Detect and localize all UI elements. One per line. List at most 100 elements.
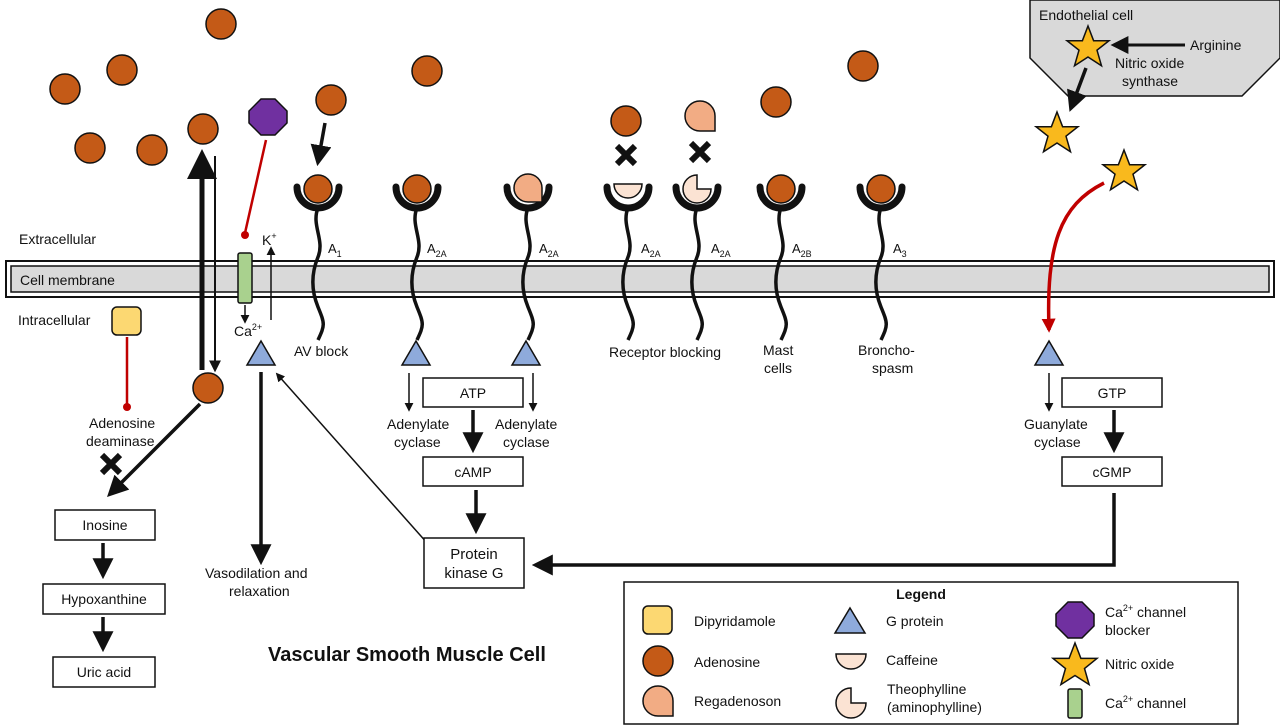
receptor-stem: [774, 207, 788, 341]
adenosine-deaminase-label-1: Adenosine: [89, 415, 155, 431]
adenosine-icon: [205, 8, 237, 40]
inosine-label: Inosine: [82, 517, 127, 533]
bound-adenosine-icon: [402, 174, 432, 204]
adenosine-icon: [411, 55, 443, 87]
receptor-blocking-label: Receptor blocking: [609, 344, 721, 360]
bound-adenosine-icon: [766, 174, 796, 204]
legend-nitric-oxide-icon: [1050, 640, 1100, 687]
adenosine-icon: [136, 134, 168, 166]
cgmp-label: cGMP: [1093, 464, 1132, 480]
atp-label: ATP: [460, 385, 486, 401]
adenosine-icon: [610, 105, 642, 137]
inhibition-end: [123, 403, 131, 411]
camp-box: [422, 456, 524, 487]
bound-adenosine-icon: [303, 174, 333, 204]
receptor-label: A2A: [539, 241, 559, 259]
dipyridamole-icon: [111, 306, 142, 336]
receptor-label: A2B: [792, 241, 812, 259]
adenylate-cyclase-right-1: Adenylate: [495, 416, 557, 432]
receptor-stem: [410, 207, 424, 341]
receptor-label: A3: [893, 241, 907, 259]
legend-title: Legend: [896, 586, 946, 602]
legend-caffeine-icon: [835, 653, 867, 670]
legend-theophylline-label-2: (aminophylline): [887, 699, 982, 715]
vasodilation-label-2: relaxation: [229, 583, 290, 599]
adenylate-cyclase-left-2: cyclase: [394, 434, 441, 450]
g-protein-icon: [510, 339, 542, 366]
receptor-stem: [311, 207, 325, 341]
adenosine-molecules: [49, 8, 879, 166]
regadenoson-icon: [684, 100, 716, 132]
page-title: Vascular Smooth Muscle Cell: [268, 644, 546, 666]
uric-acid-label: Uric acid: [77, 664, 131, 680]
adenosine-icon: [760, 86, 792, 118]
legend-regadenoson-label: Regadenoson: [694, 693, 781, 709]
legend-nitric-oxide-label: Nitric oxide: [1105, 656, 1174, 672]
legend-regadenoson-icon: [642, 685, 674, 717]
adenosine-icon: [315, 84, 347, 116]
no-release-arrow: [1067, 67, 1088, 112]
g-protein-icon: [1033, 339, 1065, 366]
mast-cells-label-2: cells: [764, 360, 792, 376]
legend-theophylline-label-1: Theophylline: [887, 681, 967, 697]
av-block-label: AV block: [294, 343, 349, 359]
g-protein-icon: [400, 339, 432, 366]
nitric-oxide-star-icon: [1033, 109, 1081, 154]
camp-label: cAMP: [454, 464, 491, 480]
guanylate-cyclase-label-2: cyclase: [1034, 434, 1081, 450]
intracellular-adenosine-icon: [192, 372, 224, 404]
cgmp-pkg-arrow: [531, 493, 1116, 576]
pkg-box: [423, 537, 525, 589]
receptors: A1 A2A A2A A2A A2A A2B A3: [293, 173, 907, 341]
arginine-label: Arginine: [1190, 37, 1242, 53]
ca-channel-icon: [237, 252, 253, 304]
nos-label-2: synthase: [1122, 73, 1178, 89]
g-protein-icon: [245, 339, 277, 366]
receptor-label: A2A: [641, 241, 661, 259]
receptor-stem: [874, 207, 888, 341]
bound-caffeine-icon: [613, 183, 643, 199]
legend-theophylline-icon: [835, 687, 867, 719]
receptor-label: A2A: [711, 241, 731, 259]
adenosine-icon: [49, 73, 81, 105]
inosine-box: [54, 509, 156, 541]
block-x-icon: [688, 140, 712, 164]
inhibition-end: [241, 231, 249, 239]
legend-dipyridamole-icon: [642, 605, 673, 635]
guanylate-cyclase-label-1: Guanylate: [1024, 416, 1088, 432]
legend-box: [623, 581, 1239, 725]
legend-ca-channel-icon: [1067, 688, 1083, 719]
cgmp-box: [1061, 456, 1163, 487]
receptor-stem: [521, 207, 535, 341]
legend-caffeine-label: Caffeine: [886, 652, 938, 668]
adenosine-icon: [847, 50, 879, 82]
legend-adenosine-label: Adenosine: [694, 654, 760, 670]
bronchospasm-label-2: spasm: [872, 360, 913, 376]
nitric-oxide-star-icon: [1100, 147, 1148, 192]
nos-label-1: Nitric oxide: [1115, 55, 1184, 71]
legend-g-protein-label: G protein: [886, 613, 944, 629]
ca-label: Ca2+: [234, 322, 262, 339]
legend-ca-blocker-label-1: Ca2+ channel: [1105, 603, 1186, 620]
block-x-icon: [99, 452, 123, 476]
legend-ca-blocker-icon: [1055, 601, 1095, 639]
uric-acid-box: [52, 656, 156, 688]
mast-cells-label-1: Mast: [763, 342, 793, 358]
endothelial-title: Endothelial cell: [1039, 7, 1133, 23]
receptor-label: A1: [328, 241, 342, 259]
bronchospasm-label-1: Broncho-: [858, 342, 915, 358]
nos-star-icon: [1064, 23, 1112, 68]
extracellular-label: Extracellular: [19, 231, 96, 247]
legend: Legend Dipyridamole Adenosine Regadenoso…: [623, 581, 1239, 725]
adenosine-deaminase-label-2: deaminase: [86, 433, 155, 449]
pkg-label-1: Protein: [450, 546, 498, 563]
legend-ca-blocker-label-2: blocker: [1105, 622, 1150, 638]
legend-dipyridamole-label: Dipyridamole: [694, 613, 776, 629]
gtp-box: [1061, 377, 1163, 408]
adenylate-cyclase-right-2: cyclase: [503, 434, 550, 450]
bound-regadenoson-icon: [513, 173, 543, 203]
receptor-label: A2A: [427, 241, 447, 259]
g-proteins: [245, 339, 1065, 366]
pkg-label-2: kinase G: [444, 565, 503, 582]
